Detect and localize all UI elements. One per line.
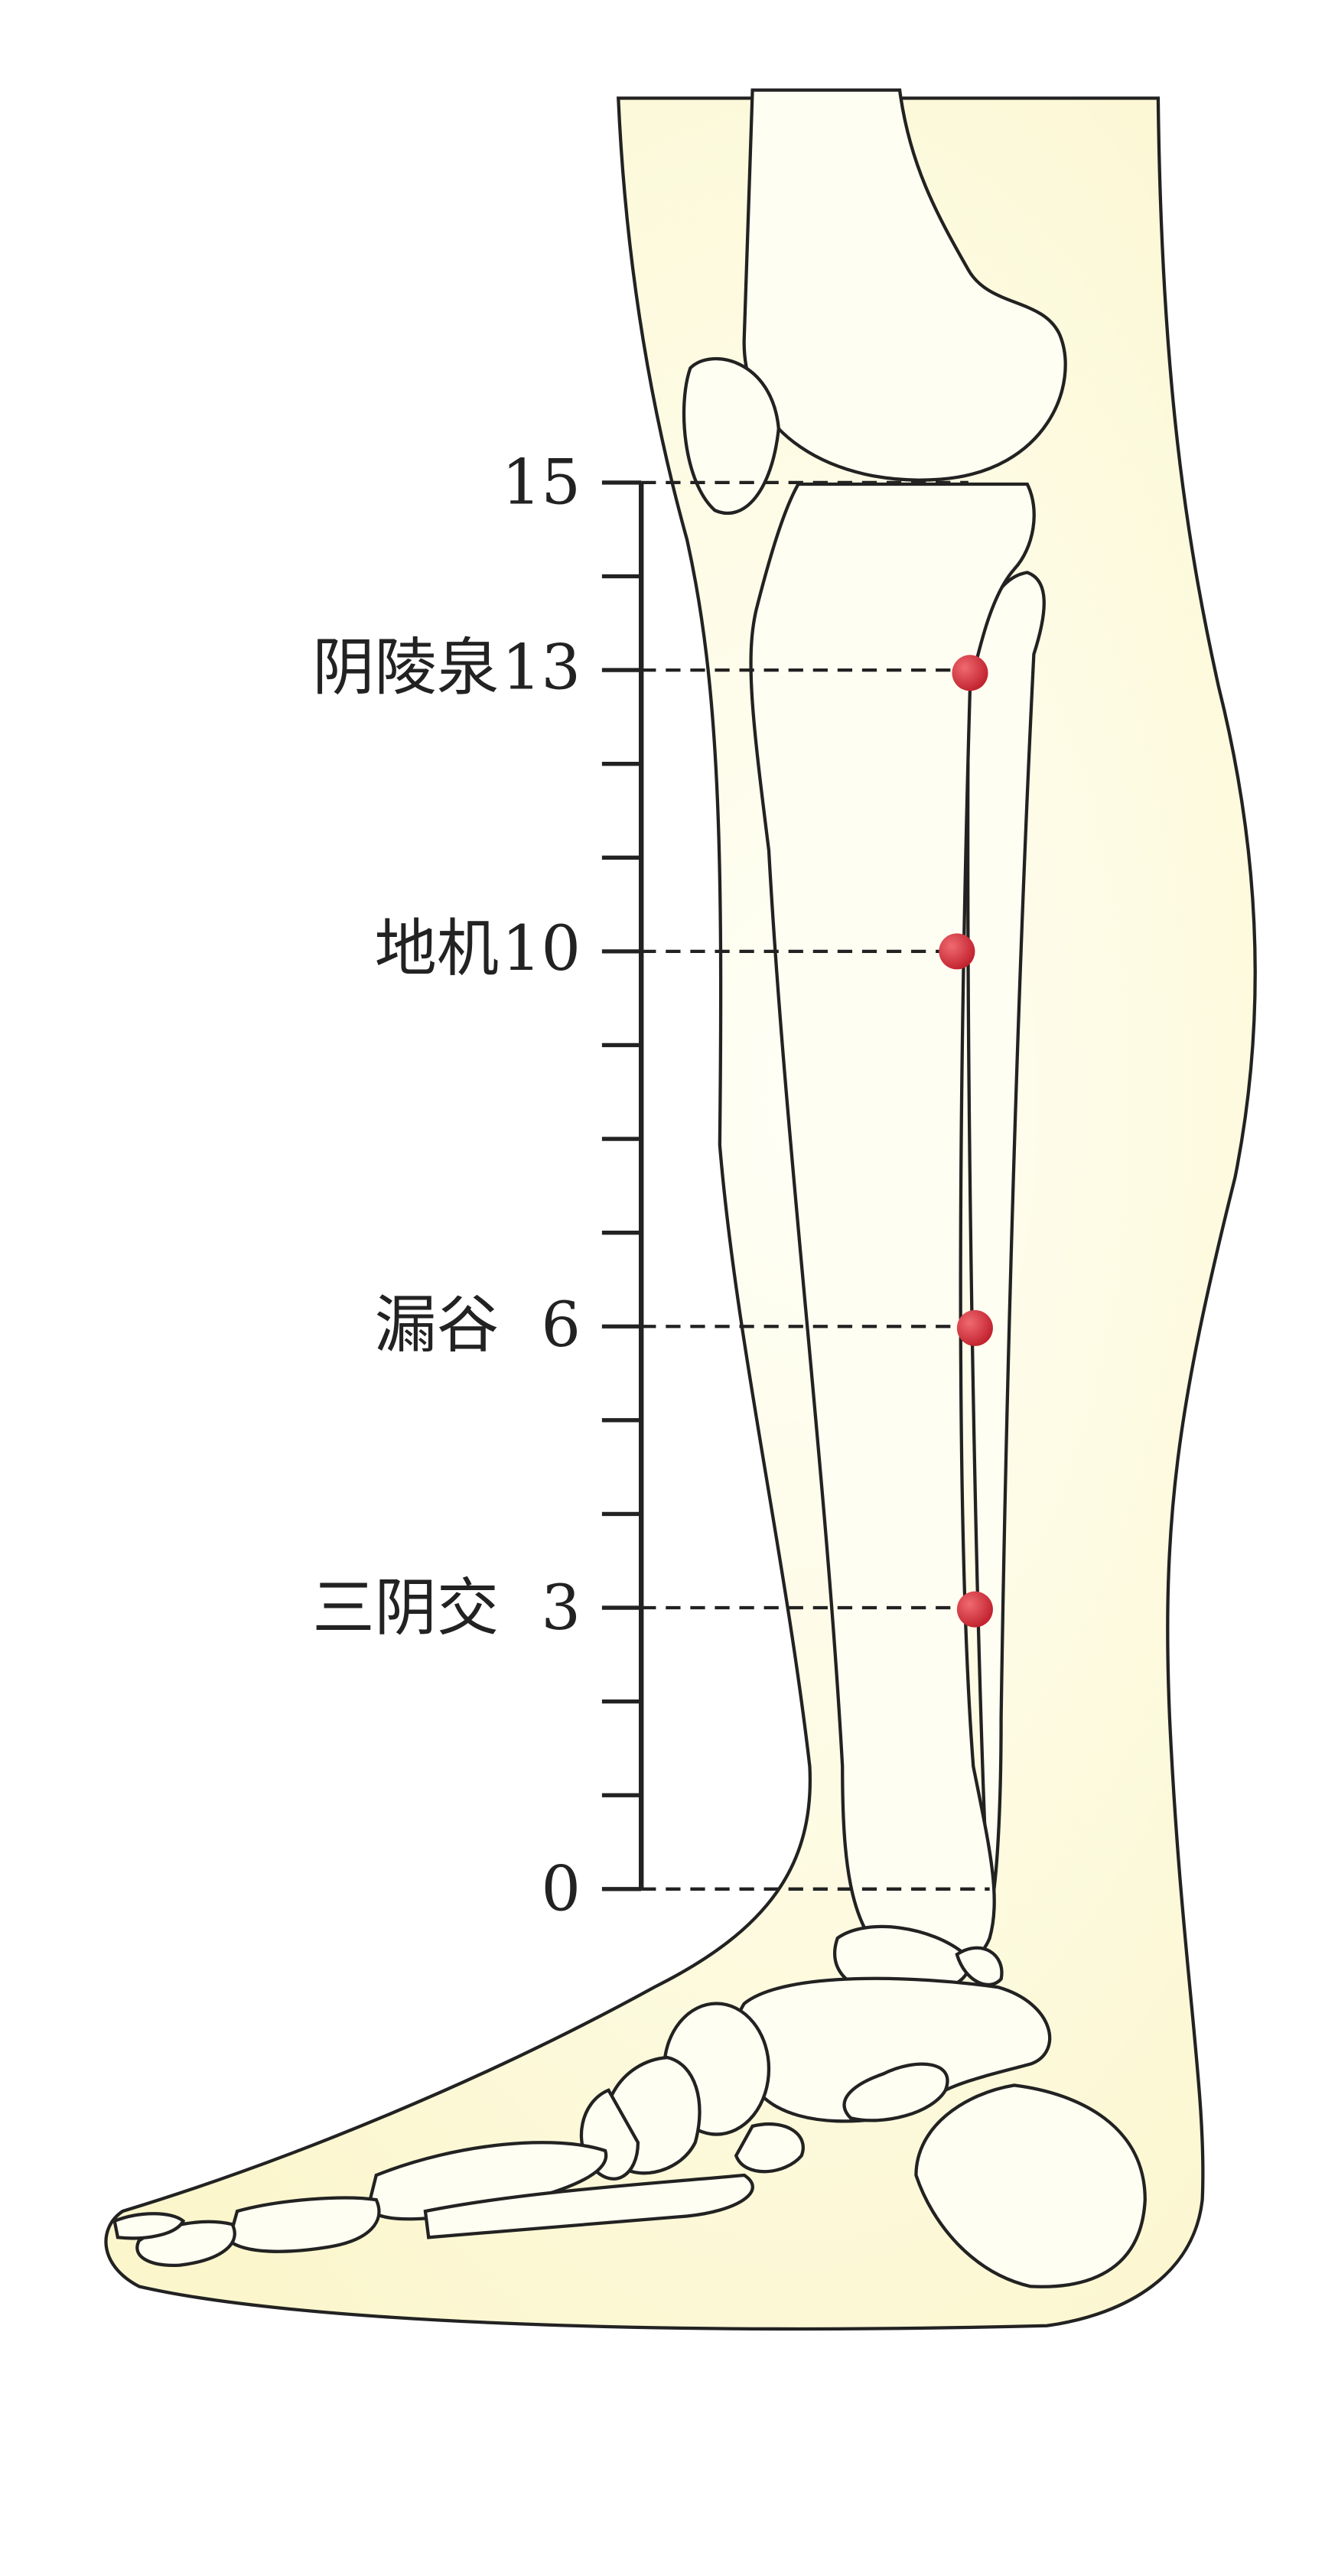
- leg-outline: [104, 96, 1257, 2330]
- acupoint-label-diji: 地机: [375, 913, 500, 985]
- measurement-scale: [601, 480, 644, 1891]
- acupoint-label-lougu: 漏谷: [375, 1290, 500, 1361]
- acupoints: [939, 655, 993, 1628]
- guide-lines: [641, 480, 990, 1891]
- acupoint-dot: [956, 1309, 993, 1346]
- acupoint-value-yinlingquan: 13: [502, 632, 581, 704]
- scale-label-0: 0: [541, 1854, 581, 1926]
- acupoint-value-diji: 10: [502, 913, 581, 985]
- fibula: [966, 571, 1046, 1899]
- acupoint-dot: [956, 1591, 993, 1628]
- acupoint-dot: [952, 655, 988, 691]
- patella: [682, 356, 780, 516]
- acupoint-value-sanyinjiao: 3: [541, 1573, 581, 1644]
- acupoint-label-sanyinjiao: 三阴交: [312, 1573, 499, 1644]
- femur: [742, 88, 1067, 482]
- labels: 15 0 阴陵泉 13 地机 10 漏谷 6 三阴交 3: [312, 447, 581, 1926]
- scale-label-15: 15: [502, 447, 581, 519]
- acupoint-label-yinlingquan: 阴陵泉: [312, 632, 499, 704]
- acupoint-value-lougu: 6: [541, 1290, 581, 1361]
- foot-bones: [112, 1924, 1147, 2288]
- acupoint-dot: [939, 933, 975, 970]
